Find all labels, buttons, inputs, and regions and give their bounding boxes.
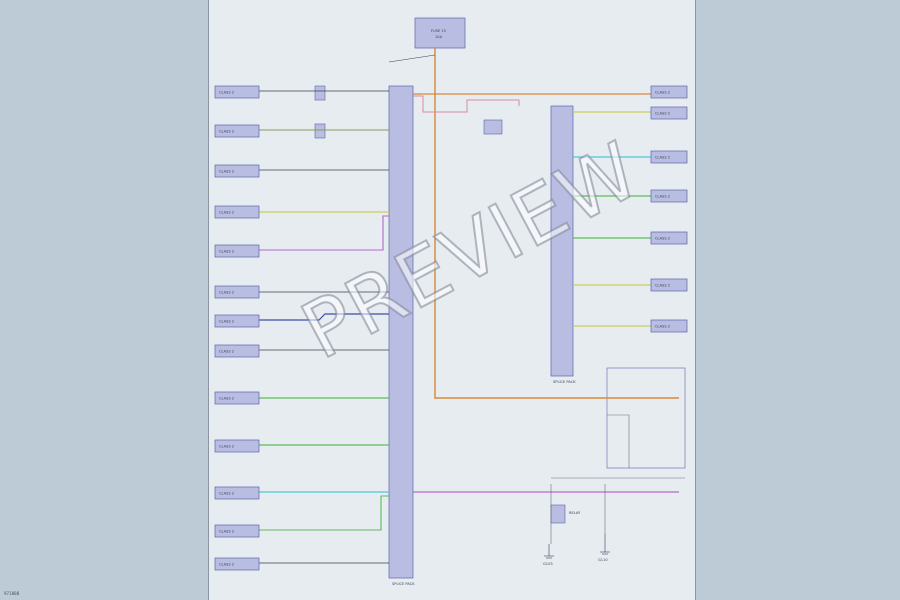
- right-splice-bus-label: SPLICE PACK: [553, 380, 576, 384]
- left-module-5: CLASS 2: [214, 244, 260, 258]
- left-module-10-label: CLASS 2: [219, 445, 234, 449]
- right-module-1-label: CLASS 2: [655, 91, 670, 95]
- left-module-3-box: [214, 164, 260, 178]
- right-module-2: CLASS 2: [650, 106, 688, 120]
- right-module-6: CLASS 2: [650, 278, 688, 292]
- page-id: 971888: [4, 591, 20, 596]
- left-module-11-label: CLASS 2: [219, 492, 234, 496]
- right-module-3-box: [650, 150, 688, 164]
- left-module-2: CLASS 2: [214, 124, 260, 138]
- left-module-13-label: CLASS 2: [219, 563, 234, 567]
- left-module-10-box: [214, 439, 260, 453]
- right-module-3-label: CLASS 2: [655, 156, 670, 160]
- right-module-3: CLASS 2: [650, 150, 688, 164]
- relay-box: [550, 504, 566, 524]
- right-splice-bus: [550, 105, 574, 377]
- left-module-1: CLASS 2: [214, 85, 260, 99]
- left-module-11-box: [214, 486, 260, 500]
- wire-left-12: [259, 495, 389, 531]
- left-module-7: CLASS 2: [214, 314, 260, 328]
- wire-dark-fuse: [388, 54, 436, 63]
- right-module-6-label: CLASS 2: [655, 284, 670, 288]
- left-module-9-label: CLASS 2: [219, 397, 234, 401]
- diagram-sheet: FUSE 15 10A SPLICE PACK SPLICE PACK RELA…: [208, 0, 696, 600]
- right-module-6-box: [650, 278, 688, 292]
- wire-left-7: [259, 313, 389, 321]
- left-modules-group: CLASS 2 CLASS 2 CLASS 2 CLASS 2 CLASS 2 CLASS…: [214, 85, 260, 571]
- inline-connector-3: [483, 119, 503, 135]
- left-module-4: CLASS 2: [214, 205, 260, 219]
- left-module-9-box: [214, 391, 260, 405]
- right-module-7-box: [650, 319, 688, 333]
- right-module-1: CLASS 2: [650, 85, 688, 99]
- right-module-1-box: [650, 85, 688, 99]
- right-modules-group: CLASS 2 CLASS 2 CLASS 2 CLASS 2 CLASS 2 CLASS…: [650, 85, 688, 333]
- left-module-6-box: [214, 285, 260, 299]
- left-module-8: CLASS 2: [214, 344, 260, 358]
- left-module-6-label: CLASS 2: [219, 291, 234, 295]
- left-module-2-box: [214, 124, 260, 138]
- fuse-block-rating: 10A: [435, 35, 443, 39]
- ground-symbol-2: [600, 534, 610, 555]
- inline-connector-2: [314, 123, 326, 139]
- wire-grey-1: [607, 414, 630, 468]
- wiring-diagram: FUSE 15 10A SPLICE PACK SPLICE PACK RELA…: [214, 17, 688, 586]
- left-module-13: CLASS 2: [214, 557, 260, 571]
- left-module-6: CLASS 2: [214, 285, 260, 299]
- left-module-5-box: [214, 244, 260, 258]
- left-module-12-label: CLASS 2: [219, 530, 234, 534]
- right-module-4-box: [650, 189, 688, 203]
- bottom-right-connector: [606, 367, 686, 469]
- left-module-8-box: [214, 344, 260, 358]
- left-splice-bus-label: SPLICE PACK: [392, 582, 415, 586]
- left-splice-bus: [388, 85, 414, 579]
- right-module-5-box: [650, 231, 688, 245]
- wire-orange-main: [434, 48, 679, 399]
- left-module-4-label: CLASS 2: [219, 211, 234, 215]
- left-module-8-label: CLASS 2: [219, 350, 234, 354]
- ground-1-label: G103: [543, 562, 553, 566]
- left-module-13-box: [214, 557, 260, 571]
- left-module-3-label: CLASS 2: [219, 170, 234, 174]
- inline-connector-1: [314, 85, 326, 101]
- relay-box-label: RELAY: [569, 511, 581, 515]
- right-module-2-box: [650, 106, 688, 120]
- right-module-2-label: CLASS 2: [655, 112, 670, 116]
- right-module-5-label: CLASS 2: [655, 237, 670, 241]
- fuse-block: [414, 17, 466, 49]
- left-module-10: CLASS 2: [214, 439, 260, 453]
- ground-symbol-1: [544, 544, 554, 559]
- left-module-2-label: CLASS 2: [219, 130, 234, 134]
- left-module-1-box: [214, 85, 260, 99]
- left-module-9: CLASS 2: [214, 391, 260, 405]
- wire-pink-top: [413, 95, 520, 113]
- left-module-12-box: [214, 524, 260, 538]
- ground-2-label: G110: [598, 558, 608, 562]
- left-module-5-label: CLASS 2: [219, 250, 234, 254]
- fuse-block-label: FUSE 15: [431, 29, 446, 33]
- right-module-7-label: CLASS 2: [655, 325, 670, 329]
- wire-left-5: [259, 215, 389, 251]
- left-module-7-label: CLASS 2: [219, 320, 234, 324]
- right-module-7: CLASS 2: [650, 319, 688, 333]
- left-module-3: CLASS 2: [214, 164, 260, 178]
- right-module-4: CLASS 2: [650, 189, 688, 203]
- left-module-1-label: CLASS 2: [219, 91, 234, 95]
- left-module-11: CLASS 2: [214, 486, 260, 500]
- left-module-12: CLASS 2: [214, 524, 260, 538]
- right-module-4-label: CLASS 2: [655, 195, 670, 199]
- left-module-4-box: [214, 205, 260, 219]
- right-module-5: CLASS 2: [650, 231, 688, 245]
- left-module-7-box: [214, 314, 260, 328]
